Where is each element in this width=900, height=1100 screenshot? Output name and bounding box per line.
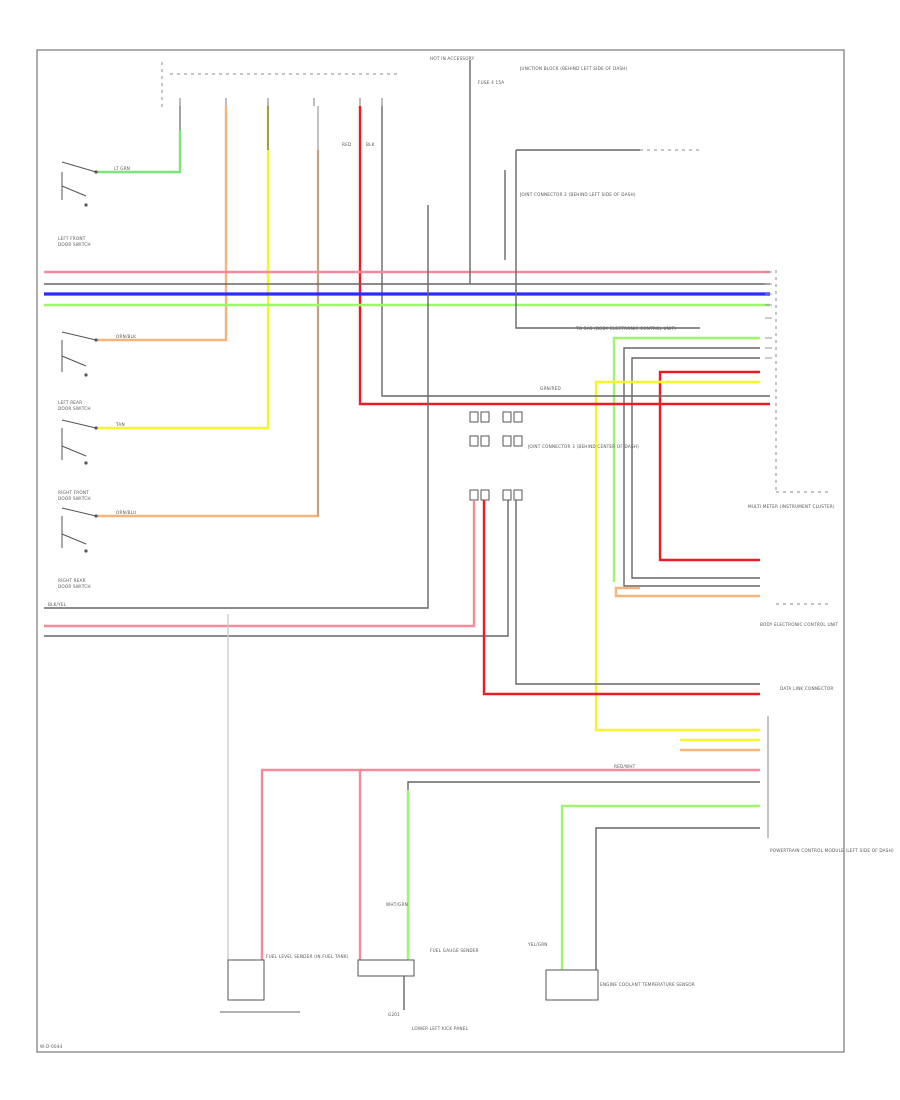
fuel-gauge-sender <box>357 959 415 977</box>
junction-feed-3 <box>44 205 429 609</box>
joint-connector-3 <box>469 411 523 501</box>
wire-gray-cluster-1 <box>623 347 760 587</box>
ecu-label: BODY ELECTRONIC CONTROL UNIT <box>760 622 839 627</box>
wire-yel-grn-sensor <box>560 804 760 970</box>
left-front-switch-label-2: DOOR SWITCH <box>58 242 91 247</box>
fuse-label: FUSE 4 15A <box>478 80 504 85</box>
wire-gray-fuel <box>407 781 760 960</box>
wire-pink-fuel <box>260 768 760 960</box>
left-rear-switch-label: LEFT REAR <box>58 400 82 405</box>
ground-location-label: LOWER LEFT KICK PANEL <box>412 1026 469 1031</box>
wire-label-red: RED <box>342 142 351 147</box>
multi-meter-label: MULTI METER (INSTRUMENT CLUSTER) <box>748 504 835 509</box>
engine-coolant-sensor <box>545 969 599 1001</box>
wire-label-orn-blu: ORN/BLU <box>116 510 136 515</box>
wire-label-tan: TAN <box>115 422 125 427</box>
wire-orn-blu <box>96 150 320 518</box>
fuel-sender-label: FUEL LEVEL SENDER (IN FUEL TANK) <box>266 954 349 959</box>
right-front-switch-label-2: DOOR SWITCH <box>58 496 91 501</box>
sas-label: TO SAS (BODY ELECTRONIC CONTROL UNIT) <box>575 326 676 331</box>
wire-red <box>358 106 470 406</box>
cluster-connector-pins <box>765 271 772 359</box>
engine-coolant-label: ENGINE COOLANT TEMPERATURE SENSOR <box>600 982 695 987</box>
left-rear-switch-label-2: DOOR SWITCH <box>58 406 91 411</box>
wire-blk <box>381 106 505 397</box>
left-rear-door-switch <box>61 331 98 377</box>
wire-gray-down-2 <box>515 500 760 685</box>
right-rear-door-switch <box>61 507 98 553</box>
wire-pink-down <box>44 500 476 628</box>
junction-feed-5 <box>515 150 700 329</box>
powertrain-label: POWERTRAIN CONTROL MODULE (LEFT SIDE OF … <box>770 848 894 853</box>
wire-gray-cluster-2 <box>631 357 760 579</box>
wire-red-cluster <box>658 370 760 562</box>
diagram-frame <box>36 49 845 1053</box>
right-front-door-switch <box>61 419 98 465</box>
ground-g1-label: G201 <box>388 1012 400 1017</box>
fuel-gauge-label: FUEL GAUGE SENDER <box>430 948 479 953</box>
wire-lt-grn <box>96 130 182 174</box>
wire-label-yel-grn: YEL/GRN <box>527 942 548 947</box>
data-link-label: DATA LINK CONNECTOR <box>780 686 834 691</box>
joint-connector-middle-label: JOINT CONNECTOR 3 (BEHIND CENTER OF DASH… <box>527 444 639 449</box>
fuel-level-sender <box>227 959 265 1001</box>
right-rear-switch-label: RIGHT REAR <box>58 578 86 583</box>
wire-label-lt-grn: LT GRN <box>114 166 130 171</box>
wire-label-blk: BLK <box>366 142 375 147</box>
right-rear-switch-label-2: DOOR SWITCH <box>58 584 91 589</box>
wire-gray-down <box>44 500 509 637</box>
wire-label-orn-blk: ORN/BLK <box>116 334 136 339</box>
wire-red-down <box>482 500 760 696</box>
top-connector-row <box>179 98 383 106</box>
footer-code: W-D-0044 <box>40 1044 63 1049</box>
wire-gray-sensor <box>595 827 760 970</box>
right-front-switch-label: RIGHT FRONT <box>58 490 89 495</box>
wire-label-blk-yel: BLK/YEL <box>48 602 67 607</box>
wire-orange-cluster <box>614 586 760 598</box>
wire-tan <box>96 106 270 430</box>
left-front-door-switch <box>61 161 98 207</box>
wire-yellow-ecu <box>594 380 760 732</box>
junction-block-label: JUNCTION BLOCK (BEHIND LEFT SIDE OF DASH… <box>519 66 628 71</box>
wire-lightgreen-cluster <box>612 336 760 582</box>
joint-connector-upper-label: JOINT CONNECTOR 2 (BEHIND LEFT SIDE OF D… <box>519 192 636 197</box>
wire-label-wht-grn: WHT/GRN <box>386 902 408 907</box>
wire-label-red-wht: RED/WHT <box>614 764 636 769</box>
wire-label-grn-red: GRN/RED <box>540 386 561 391</box>
left-front-switch-label: LEFT FRONT <box>58 236 86 241</box>
top-relay-label: HOT IN ACCESSORY <box>430 56 475 61</box>
wire-orn-blk <box>96 106 228 342</box>
